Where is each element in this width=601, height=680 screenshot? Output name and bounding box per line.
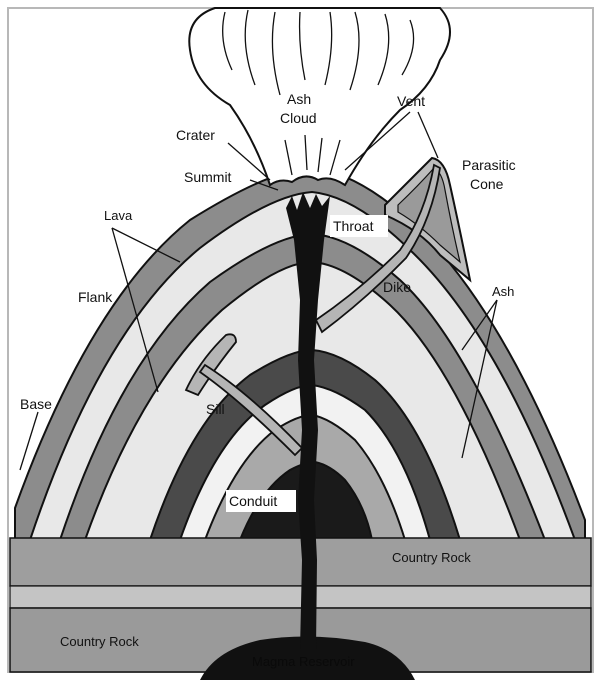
parasitic-cone-label-line1: Parasitic <box>462 157 516 173</box>
ash-cloud-label-line1: Ash <box>287 91 311 107</box>
magma-reservoir-label: Magma Reservoir <box>252 654 355 669</box>
flank-label: Flank <box>78 289 113 305</box>
base-label: Base <box>20 396 52 412</box>
vent-label: Vent <box>397 93 425 109</box>
country-rock-lower-label: Country Rock <box>60 634 139 649</box>
ash-label: Ash <box>492 284 514 299</box>
lava-label: Lava <box>104 208 133 223</box>
country-rock-stripe <box>10 586 591 608</box>
crater-label: Crater <box>176 127 215 143</box>
dike-label: Dike <box>383 279 411 295</box>
country-rock-upper-label: Country Rock <box>392 550 471 565</box>
conduit-label: Conduit <box>229 493 277 509</box>
sill-label: Sill <box>206 401 225 417</box>
ash-cloud-label-line2: Cloud <box>280 110 317 126</box>
parasitic-cone-label-line2: Cone <box>470 176 504 192</box>
country-rock-upper <box>10 538 591 586</box>
throat-label: Throat <box>333 218 374 234</box>
summit-label: Summit <box>184 169 232 185</box>
